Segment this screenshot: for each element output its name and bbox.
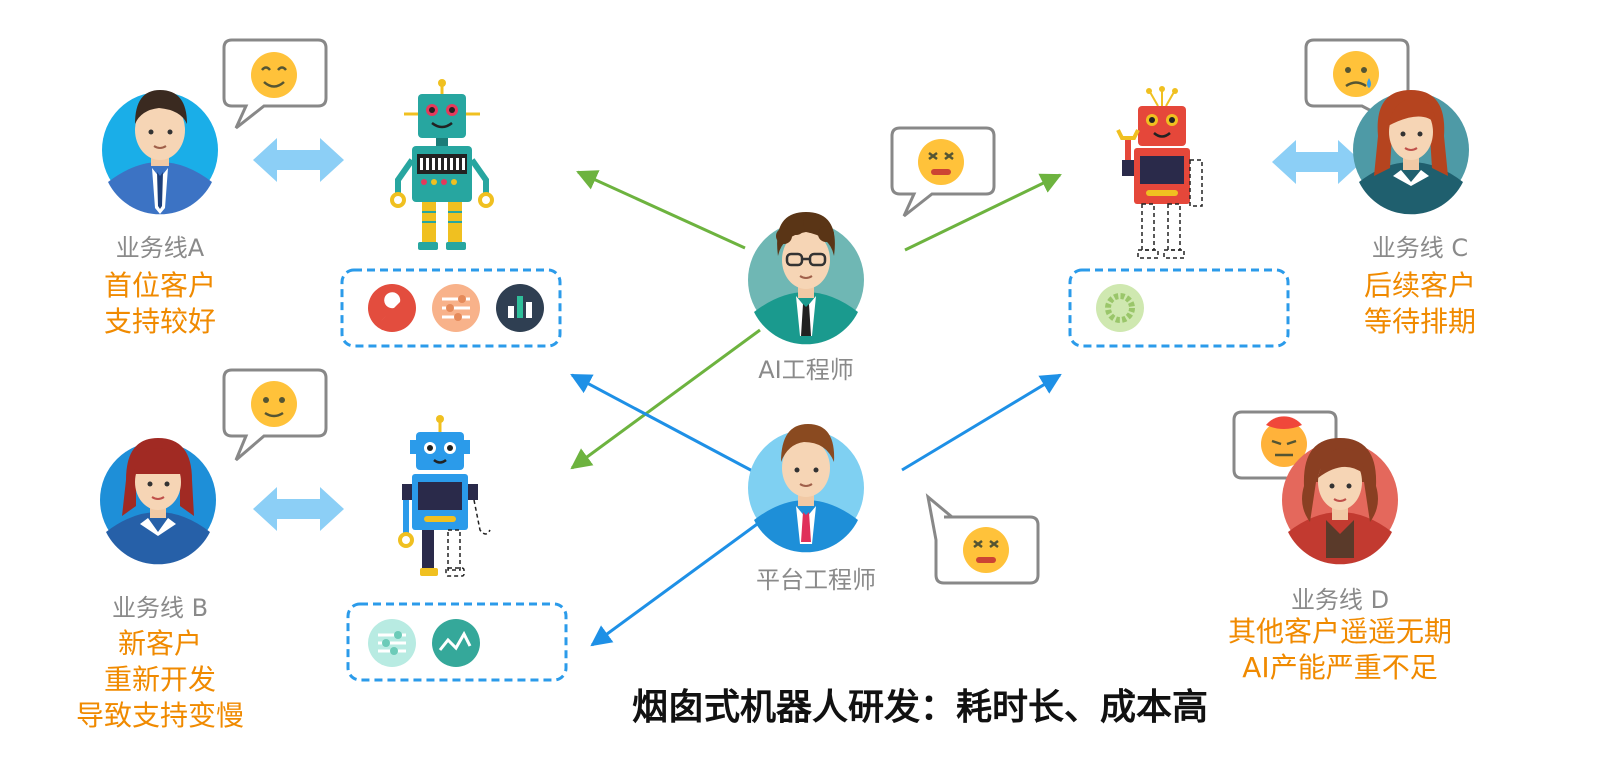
dizzy-emoji-icon-2 <box>963 527 1009 573</box>
business-line-c-status-1: 后续客户 <box>1363 269 1476 302</box>
arrow-ai-to-robot-b <box>570 328 761 470</box>
platform-engineer-label: 平台工程师 <box>756 566 876 594</box>
speech-bubble-d <box>1232 410 1351 507</box>
arrow-ai-to-robot-c <box>904 173 1062 252</box>
arrow-ai-to-robot-a <box>576 170 746 250</box>
wrench-icon <box>368 284 416 332</box>
arrow-platform-to-robot-a <box>570 373 761 477</box>
business-line-b-status-2: 重新开发 <box>103 663 216 696</box>
avatar-business-line-b <box>100 438 216 565</box>
double-arrow-b <box>253 487 344 531</box>
business-line-d-label: 业务线 D <box>1290 586 1390 614</box>
double-arrow-a <box>253 138 344 182</box>
business-line-c-label: 业务线 C <box>1371 234 1469 262</box>
business-line-d-status-2: AI产能严重不足 <box>1242 651 1438 684</box>
platform-engineer-arrows <box>570 373 1062 647</box>
robot-a-icon <box>390 79 494 250</box>
arrow-platform-to-skills-b <box>590 520 761 647</box>
diagram-title: 烟囱式机器人研发：耗时长、成本高 <box>631 687 1208 728</box>
speech-bubble-ai <box>890 126 996 218</box>
avatar-business-line-a <box>102 90 218 215</box>
business-line-b-status-1: 新客户 <box>117 627 202 660</box>
sliders-icon <box>432 284 480 332</box>
dizzy-emoji-icon <box>918 139 964 185</box>
robot-c-icon <box>1116 86 1203 259</box>
business-line-c-status-2: 等待排期 <box>1363 305 1476 338</box>
bar-chart-icon <box>496 284 544 332</box>
speech-bubble-platform <box>925 493 1040 585</box>
gear-icon <box>1096 284 1144 332</box>
avatar-business-line-d <box>1282 438 1398 565</box>
skills-box-b <box>346 602 568 682</box>
sliders-icon-2 <box>368 619 416 667</box>
business-line-b-status-3: 导致支持变慢 <box>75 699 244 732</box>
speech-bubble-a <box>222 38 328 130</box>
avatar-business-line-c <box>1353 90 1469 215</box>
angry-emoji-icon <box>1261 416 1307 467</box>
skills-box-a <box>340 268 562 348</box>
ai-engineer-label: AI工程师 <box>758 356 854 384</box>
skills-box-c <box>1068 268 1290 348</box>
arrow-platform-to-robot-c <box>901 373 1062 472</box>
avatar-ai-engineer <box>748 212 864 345</box>
business-line-a-status-1: 首位客户 <box>103 269 216 302</box>
business-line-b-label: 业务线 B <box>111 594 209 622</box>
smiling-emoji-icon <box>251 52 297 98</box>
business-line-a-status-2: 支持较好 <box>103 305 216 338</box>
sad-tear-emoji-icon <box>1333 51 1379 97</box>
speech-bubble-b <box>222 368 328 462</box>
neutral-smile-emoji-icon <box>251 381 297 427</box>
business-line-a-label: 业务线A <box>115 234 205 262</box>
business-line-d-status-1: 其他客户遥遥无期 <box>1227 615 1452 648</box>
line-chart-icon <box>432 619 480 667</box>
double-arrow-c <box>1272 140 1362 184</box>
avatar-platform-engineer <box>748 424 864 553</box>
robot-b-icon <box>398 415 491 577</box>
ai-engineer-arrows <box>570 170 1062 470</box>
